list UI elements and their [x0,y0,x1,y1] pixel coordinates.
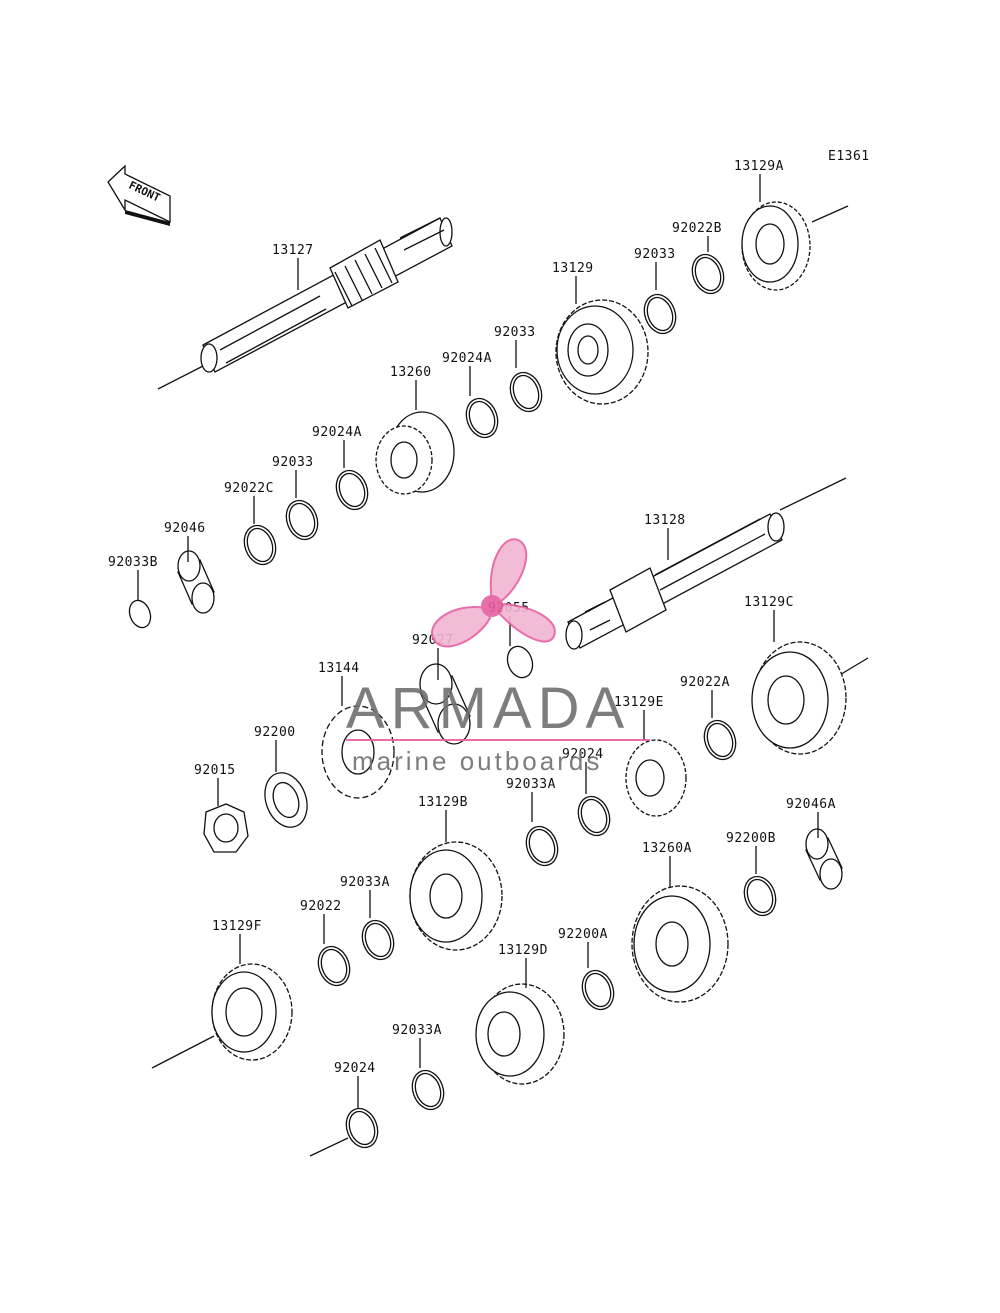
nut-92015 [203,803,249,853]
part-label-92024-bot: 92024 [334,1061,376,1076]
watermark-title: ARMADA [346,676,630,741]
collar-92027 [419,663,471,745]
part-label-92024-mid: 92024 [562,747,604,762]
part-label-92200B: 92200B [726,831,776,846]
part-label-92033A-b: 92033A [340,875,390,890]
diagram-id: E1361 [828,149,870,164]
part-label-92033-c: 92033 [272,455,314,470]
gear-13260A [631,885,729,1003]
part-label-13127: 13127 [272,243,314,258]
washer-92200 [264,772,308,828]
part-label-92033B: 92033B [108,555,158,570]
part-label-92046A: 92046A [786,797,836,812]
part-label-92022B: 92022B [672,221,722,236]
shaft-13127 [157,217,453,390]
part-label-92015: 92015 [194,763,236,778]
gear-13129 [555,299,649,405]
shaft-13128 [565,477,847,650]
watermark-subtitle: marine outboards [352,746,602,776]
part-label-92024A-a: 92024A [442,351,492,366]
washer-92024-bot [309,1107,379,1157]
part-label-92200: 92200 [254,725,296,740]
bearing-92046 [177,550,215,614]
bearing-92046A [805,828,843,890]
part-label-92033-b: 92033 [494,325,536,340]
part-label-13129: 13129 [552,261,594,276]
part-label-92033A-a: 92033A [506,777,556,792]
part-label-92022: 92022 [300,899,342,914]
front-arrow-icon: FRONT [107,164,171,226]
part-label-13128: 13128 [644,513,686,528]
gear-13260 [375,411,455,495]
part-label-13144: 13144 [318,661,360,676]
propeller-logo-icon [431,538,556,648]
part-label-13129A: 13129A [734,159,784,174]
part-label-13129D: 13129D [498,943,548,958]
part-label-13260: 13260 [390,365,432,380]
part-label-13129E: 13129E [614,695,664,710]
oring-92055 [506,645,534,679]
part-label-92046: 92046 [164,521,206,536]
gear-13129A [741,201,849,291]
part-label-92200A: 92200A [558,927,608,942]
part-label-13129B: 13129B [418,795,468,810]
part-label-92024A-b: 92024A [312,425,362,440]
gear-13129B [409,841,503,951]
part-label-92022A: 92022A [680,675,730,690]
part-label-13260A: 13260A [642,841,692,856]
part-label-92033A-c: 92033A [392,1023,442,1038]
part-label-13129C: 13129C [744,595,794,610]
gear-13129E [625,739,687,817]
circlip-92033B [128,599,152,629]
watermark: ARMADA marine outboards [346,538,650,776]
part-label-13129F: 13129F [212,919,262,934]
gear-13129C [751,641,869,755]
part-label-92033-top: 92033 [634,247,676,262]
gear-13129F [151,963,293,1069]
part-label-92022C: 92022C [224,481,274,496]
gear-13129D [475,983,565,1085]
